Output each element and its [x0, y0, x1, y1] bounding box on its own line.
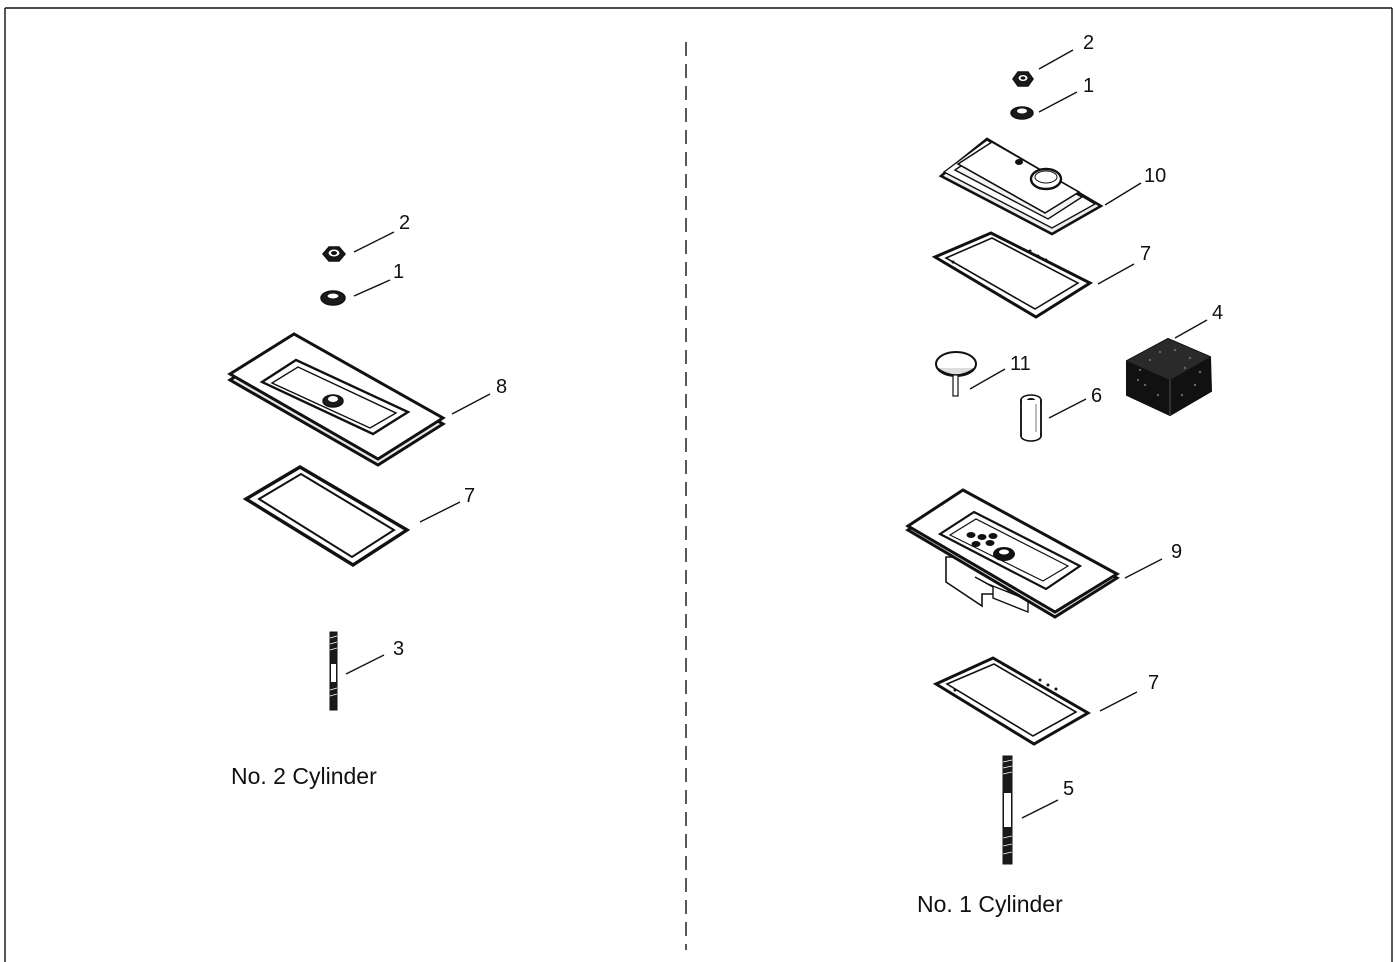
callout-right-gasket-lower: 7 — [1148, 672, 1159, 694]
right-valve-part — [935, 351, 977, 397]
callout-right-valve: 11 — [1010, 353, 1031, 375]
callout-left-washer: 1 — [393, 261, 404, 283]
right-gasket-lower-part — [932, 656, 1092, 746]
callout-left-stud: 3 — [393, 638, 404, 660]
right-washer-part — [1010, 106, 1034, 120]
right-stud-part — [1002, 755, 1013, 865]
right-filter-part — [1126, 337, 1213, 417]
right-gasket-upper-part — [931, 231, 1094, 319]
left-gasket-part — [242, 465, 411, 568]
callout-right-stud: 5 — [1063, 778, 1074, 800]
caption-no1-cylinder: No. 1 Cylinder — [917, 891, 1063, 917]
callout-left-nut: 2 — [399, 212, 410, 234]
callout-right-cover: 10 — [1144, 165, 1166, 187]
right-nut-part — [1012, 71, 1034, 87]
left-stud-part — [329, 631, 338, 711]
callout-right-plate: 9 — [1171, 541, 1182, 563]
frame-border — [4, 7, 1393, 962]
callout-right-spacer: 6 — [1091, 385, 1102, 407]
right-plate-part — [905, 488, 1120, 619]
caption-no2-cylinder: No. 2 Cylinder — [231, 763, 377, 789]
right-cover-part — [938, 137, 1104, 236]
left-washer-part — [320, 290, 346, 306]
left-cover-part — [227, 332, 446, 467]
left-nut-part — [322, 246, 346, 262]
left-assembly — [227, 231, 491, 711]
callout-right-filter: 4 — [1212, 302, 1223, 324]
callout-right-washer: 1 — [1083, 75, 1094, 97]
callout-right-nut: 2 — [1083, 32, 1094, 54]
callout-left-gasket: 7 — [464, 485, 475, 507]
callout-left-cover: 8 — [496, 376, 507, 398]
right-assembly — [905, 49, 1213, 865]
right-spacer-part — [1020, 394, 1042, 442]
callout-right-gasket-upper: 7 — [1140, 243, 1151, 265]
